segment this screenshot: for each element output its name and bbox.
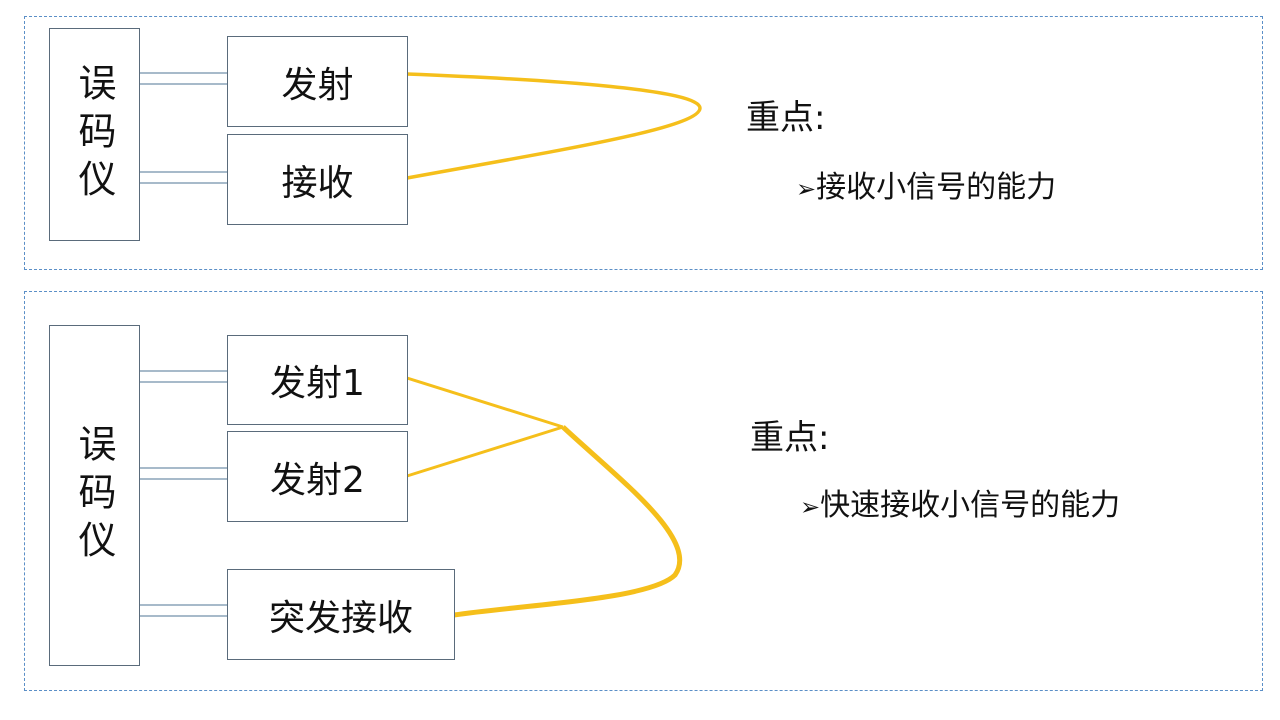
- top-tester-label: 误码仪: [72, 62, 116, 207]
- top-tx-label: 发射: [281, 64, 354, 106]
- top-focus-title: 重点:: [746, 98, 826, 138]
- bottom-focus-text: 快速接收小信号的能力: [820, 488, 1121, 523]
- top-focus-text: 接收小信号的能力: [816, 170, 1057, 205]
- bottom-transmit2-box: 发射2: [227, 431, 408, 522]
- bottom-focus-point: ➢快速接收小信号的能力: [800, 480, 1120, 524]
- bottom-error-tester-box: 误码仪: [49, 325, 140, 666]
- top-rx-label: 接收: [281, 162, 354, 204]
- bottom-fiber-rx: [453, 425, 683, 618]
- bottom-burst-receive-box: 突发接收: [227, 569, 455, 660]
- top-transmit-box: 发射: [227, 36, 408, 127]
- bottom-tester-label: 误码仪: [72, 423, 116, 568]
- arrow-bullet-icon: ➢: [800, 493, 821, 521]
- tx1-label: 发射1: [270, 363, 365, 404]
- bottom-panel: [24, 291, 1263, 691]
- arrow-bullet-icon: ➢: [796, 175, 817, 203]
- top-focus-point: ➢接收小信号的能力: [796, 162, 1056, 206]
- electrical-connectors: [140, 72, 227, 617]
- top-receive-box: 接收: [227, 134, 408, 225]
- top-panel: [24, 16, 1263, 270]
- bottom-transmit1-box: 发射1: [227, 335, 408, 425]
- top-error-tester-box: 误码仪: [49, 28, 140, 241]
- bottom-fiber-tx1: [406, 376, 564, 429]
- tx2-label: 发射2: [270, 459, 365, 501]
- bottom-fiber-tx2: [406, 425, 564, 478]
- bottom-focus-title: 重点:: [750, 418, 830, 458]
- top-fiber-loop: [406, 72, 702, 180]
- burst-rx-label: 突发接收: [268, 597, 413, 639]
